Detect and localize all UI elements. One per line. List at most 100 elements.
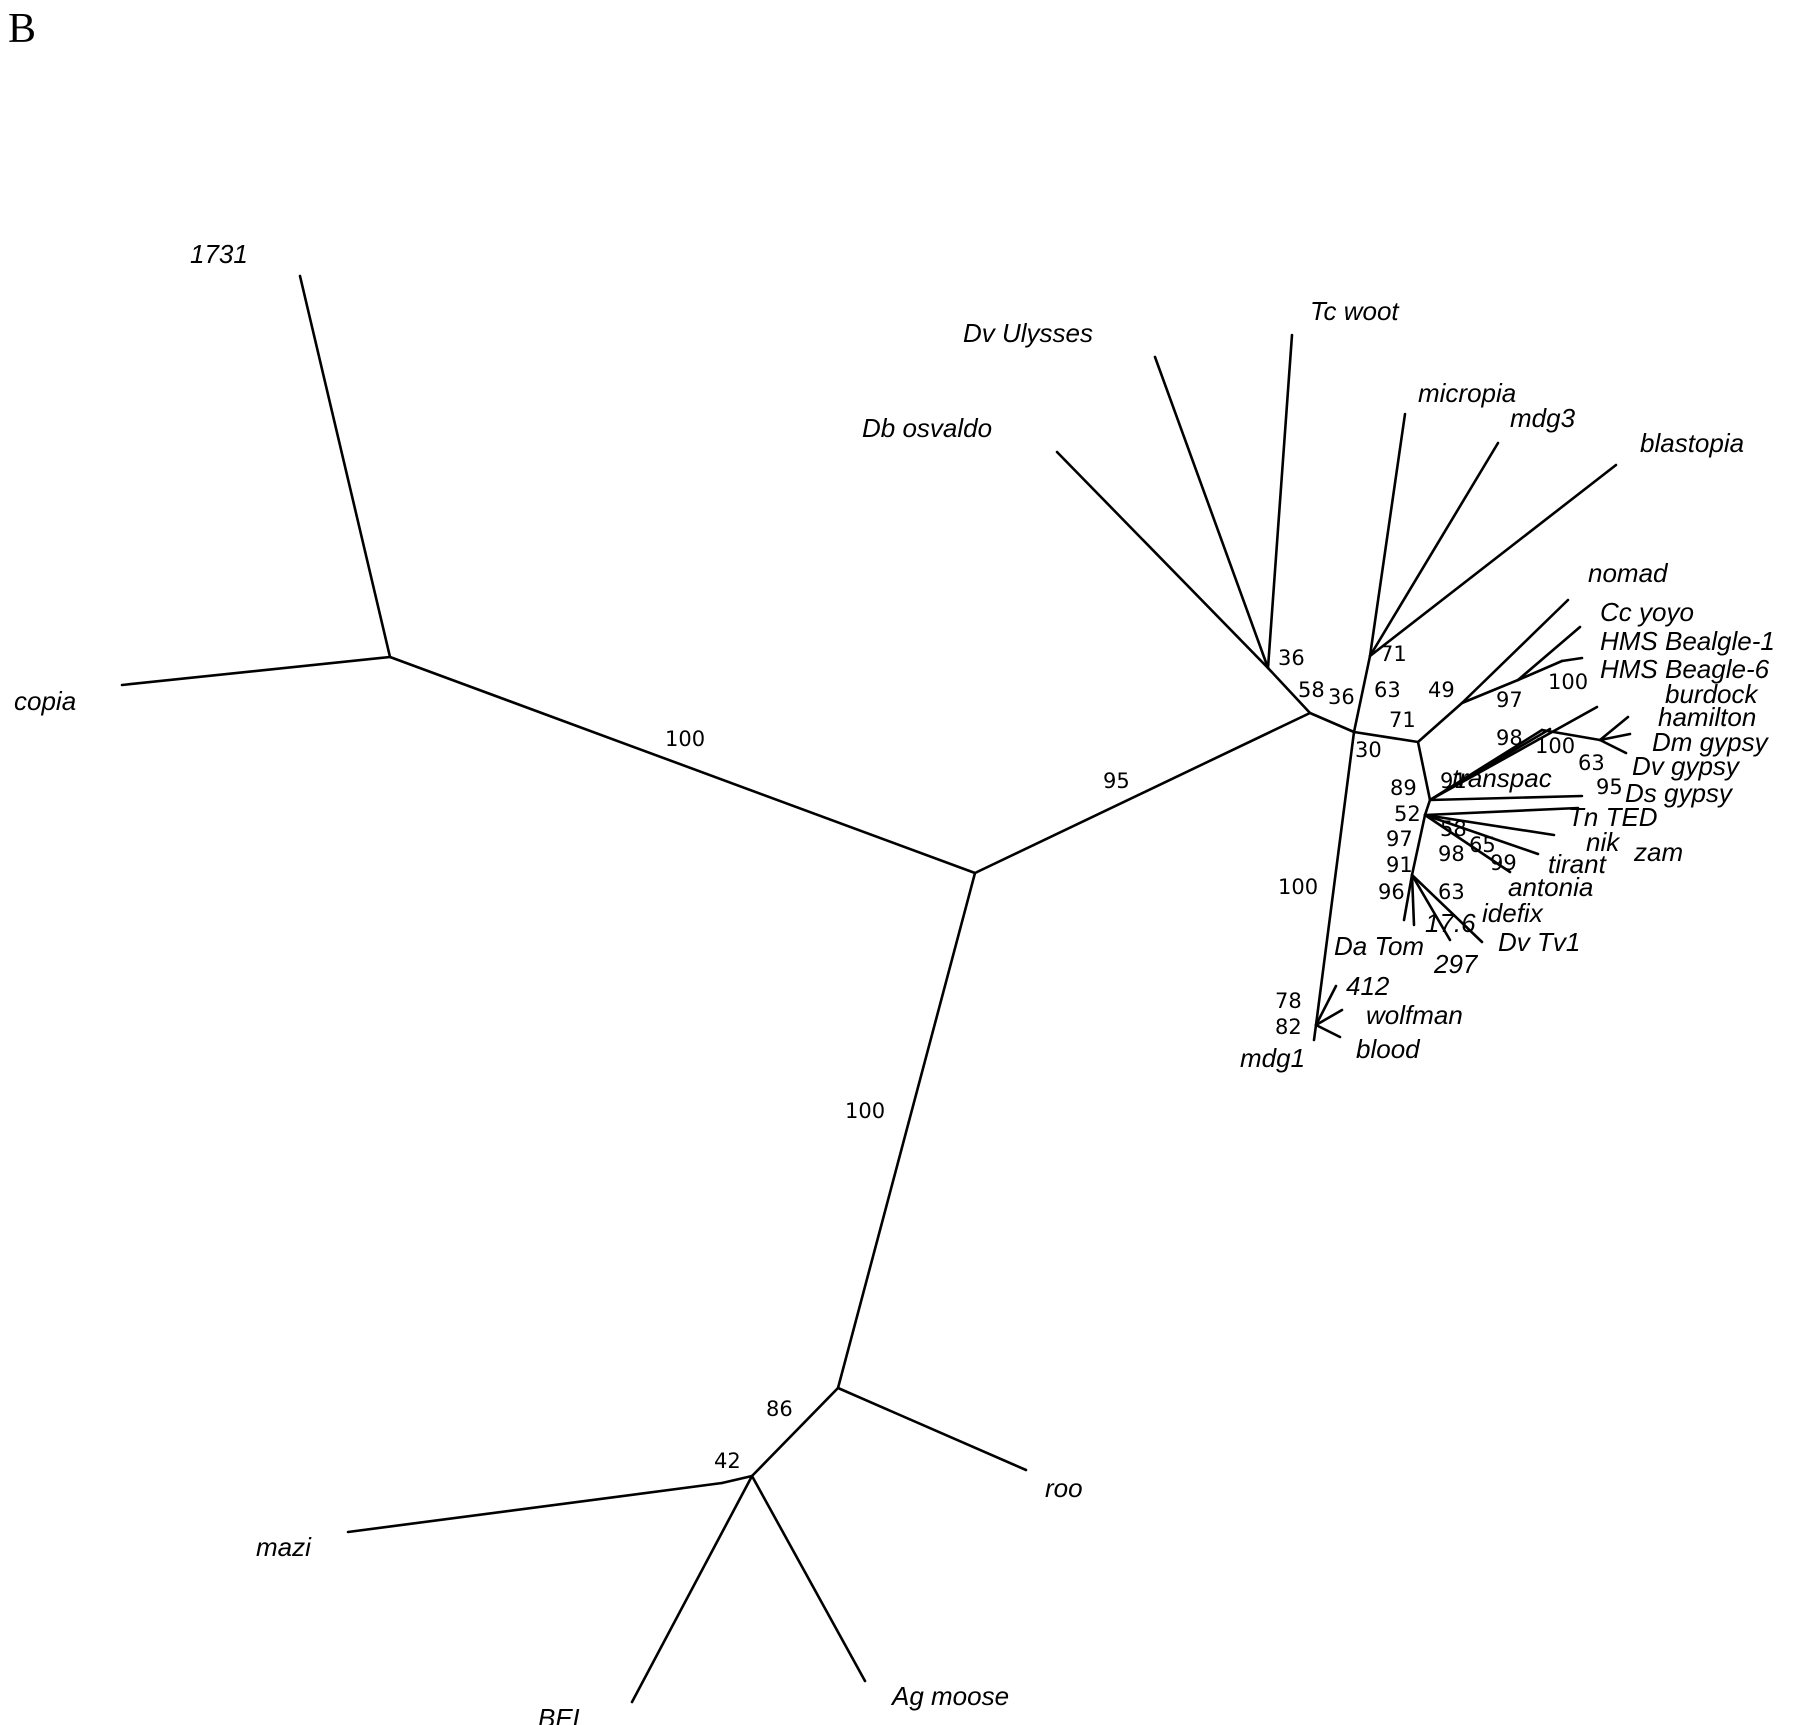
taxon-label-wolfman: wolfman [1366, 1000, 1463, 1030]
taxon-label-ds-gypsy: Ds gypsy [1625, 778, 1734, 808]
bootstrap-value: 36 [1278, 646, 1305, 670]
bootstrap-value: 91 [1386, 853, 1413, 877]
tree-branch [1516, 659, 1564, 682]
tree-branch [346, 1481, 724, 1534]
tree-branch [1410, 873, 1484, 944]
tree-branch [1352, 730, 1420, 744]
tree-branch [1460, 598, 1570, 705]
bootstrap-value: 89 [1390, 776, 1417, 800]
tree-branch [1314, 730, 1356, 1027]
tree-branch [388, 655, 977, 875]
taxon-label-antonia: antonia [1508, 872, 1593, 902]
bootstrap-value: 58 [1298, 678, 1325, 702]
taxon-label-blastopia: blastopia [1640, 428, 1744, 458]
bootstrap-value: 71 [1389, 708, 1416, 732]
tree-branches [120, 274, 1632, 1704]
taxon-label-t412: 412 [1346, 971, 1390, 1001]
tree-branch [1540, 728, 1602, 742]
tree-branch [1416, 701, 1464, 744]
taxon-label-burdock: burdock [1665, 679, 1759, 709]
tree-branch [1308, 711, 1356, 734]
tree-branch [1416, 740, 1432, 802]
tree-branch [1423, 798, 1432, 817]
taxon-label-tc-woot: Tc woot [1310, 296, 1400, 326]
tree-branch [1410, 873, 1452, 942]
tree-branch [1428, 794, 1584, 802]
taxon-label-transpac: transpac [1452, 763, 1552, 793]
tree-branch [1410, 813, 1427, 877]
taxon-label-mdg3: mdg3 [1510, 403, 1576, 433]
bootstrap-value: 82 [1275, 1015, 1302, 1039]
bootstrap-value: 63 [1374, 678, 1401, 702]
tree-branch [1560, 656, 1584, 663]
bootstrap-value: 100 [665, 727, 705, 751]
taxon-label-copia: copia [14, 686, 76, 716]
tree-branch [1423, 813, 1556, 837]
tree-branch [973, 711, 1312, 875]
taxon-label-t1731: 1731 [190, 239, 248, 269]
bootstrap-value: 71 [1380, 642, 1407, 666]
taxon-label-dv-tv1: Dv Tv1 [1498, 927, 1580, 957]
taxon-label-hamilton: hamilton [1658, 702, 1756, 732]
bootstrap-value: 58 [1440, 817, 1467, 841]
panel-label: B [8, 6, 36, 52]
bootstrap-value: 97 [1386, 827, 1413, 851]
bootstrap-value: 65 [1469, 833, 1496, 857]
tree-branch [750, 1386, 840, 1478]
taxon-label-mazi: mazi [256, 1532, 312, 1562]
taxon-label-hms-bealgle1: HMS Bealgle-1 [1600, 626, 1775, 656]
tree-branch [750, 1474, 867, 1683]
taxon-label-nomad: nomad [1588, 558, 1669, 588]
tree-branch [1314, 1008, 1344, 1027]
tree-branch [1266, 333, 1294, 670]
tree-branch [1428, 705, 1599, 802]
taxon-label-nik: nik [1586, 827, 1621, 857]
taxon-label-zam: zam [1633, 837, 1683, 867]
tree-branch [1423, 806, 1580, 817]
taxon-label-tirant: tirant [1548, 849, 1608, 879]
bootstrap-value: 100 [1535, 734, 1575, 758]
taxon-label-ag-moose: Ag moose [890, 1681, 1009, 1711]
bootstrap-value: 86 [766, 1397, 793, 1421]
tree-branch [1402, 873, 1414, 922]
tree-branch [1410, 873, 1416, 927]
bootstrap-value: 49 [1428, 678, 1455, 702]
taxon-label-bel: BEL [538, 1703, 587, 1725]
bootstrap-value: 100 [1548, 670, 1588, 694]
tree-branch [1368, 463, 1618, 658]
bootstrap-value: 95 [1596, 775, 1623, 799]
tree-branch [836, 1386, 1028, 1472]
taxon-label-tn-ted: Tn TED [1568, 802, 1658, 832]
tree-branch [720, 1474, 754, 1485]
taxon-label-cc-yoyo: Cc yoyo [1600, 597, 1694, 627]
tree-branch [298, 274, 392, 659]
bootstrap-value: 98 [1496, 726, 1523, 750]
taxon-label-dm-gypsy: Dm gypsy [1652, 727, 1770, 757]
taxon-label-db-osvaldo: Db osvaldo [862, 413, 992, 443]
tree-branch [1598, 732, 1632, 742]
bootstrap-value: 97 [1496, 688, 1523, 712]
bootstrap-value: 52 [1394, 802, 1421, 826]
bootstrap-value: 91 [1440, 769, 1467, 793]
tree-branch [1368, 412, 1407, 658]
taxon-label-t297: 297 [1433, 949, 1479, 979]
bootstrap-value: 99 [1490, 851, 1517, 875]
tree-branch [1153, 355, 1270, 670]
tree-branch [1598, 715, 1630, 742]
tree-branch [630, 1474, 754, 1704]
bootstrap-value: 63 [1578, 751, 1605, 775]
bootstrap-value: 63 [1438, 880, 1465, 904]
bootstrap-value: 100 [845, 1099, 885, 1123]
tree-branch [1428, 728, 1544, 802]
taxon-label-roo: roo [1045, 1473, 1083, 1503]
taxon-label-hms-beagle6: HMS Beagle-6 [1600, 654, 1770, 684]
bootstrap-value: 42 [714, 1449, 741, 1473]
taxon-label-idefix: idefix [1482, 898, 1544, 928]
bootstrap-value: 98 [1438, 842, 1465, 866]
taxon-label-micropia: micropia [1418, 378, 1516, 408]
tree-branch [1266, 666, 1312, 715]
tree-branch [1423, 813, 1512, 874]
